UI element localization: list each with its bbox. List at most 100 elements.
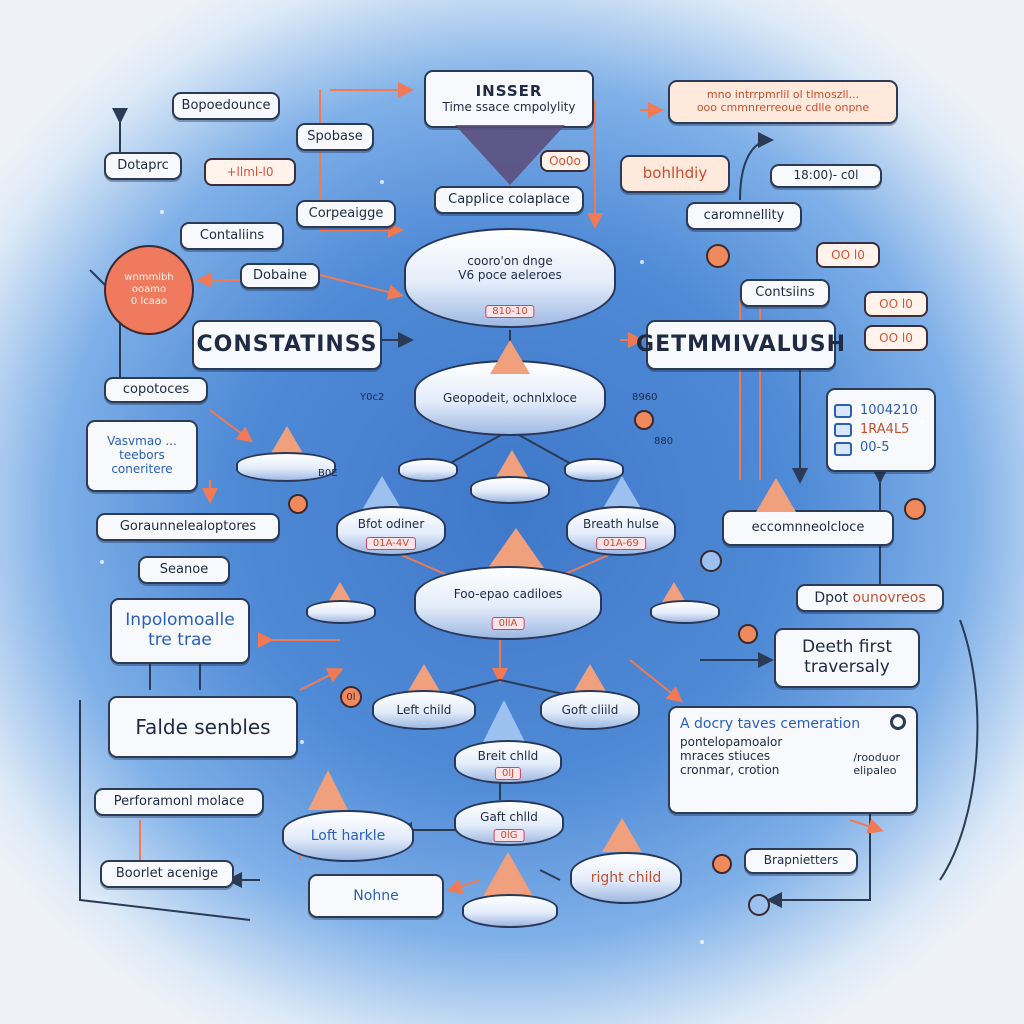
label-dotaprc[interactable]: Dotaprc xyxy=(104,152,182,180)
sparkle xyxy=(100,560,104,564)
sparkle xyxy=(850,540,854,544)
node-breit-chlld[interactable]: Breit chlld 0lJ xyxy=(454,740,562,784)
label-getmmivalush[interactable]: GETMMIVALUSH xyxy=(636,320,845,370)
label-bohlhdiy[interactable]: bohlhdiy xyxy=(620,155,730,193)
label-brapnietters[interactable]: Brapnietters xyxy=(744,848,858,874)
label-dpot[interactable]: Dpot ounovreos xyxy=(796,584,944,612)
label-inpolomoalle[interactable]: Inpolomoalle tre trae xyxy=(110,598,250,664)
label-eccomnneolcloce[interactable]: eccomnneolcloce xyxy=(722,510,894,546)
label-falde-senbles[interactable]: Falde senbles xyxy=(108,696,298,758)
legend-value-3: 00-5 xyxy=(860,440,890,456)
tick-label: B0E xyxy=(318,468,338,479)
location-icon xyxy=(890,714,906,730)
label-perforamonl[interactable]: Perforamonl molace xyxy=(94,788,264,816)
edge xyxy=(629,659,684,703)
pill-3: OO l0 xyxy=(816,242,880,268)
small-dot xyxy=(738,624,758,644)
square-icon xyxy=(834,441,852,456)
small-dot xyxy=(634,410,654,430)
middle-disc-text: Geopodeit, ochnlxloce xyxy=(443,391,577,405)
label-nohne[interactable]: Nohne xyxy=(308,874,444,918)
lower-disc-text: Foo-epao cadiloes xyxy=(453,587,563,601)
edge xyxy=(209,409,254,443)
node-breath-hulse[interactable]: Breath hulse 01A-69 xyxy=(566,506,676,556)
note-line-1: mno intrrpmrlil ol tlmoszll... xyxy=(706,88,860,102)
cone-icon xyxy=(308,770,348,810)
insert-box[interactable]: INSSER Time ssace cmpolylity xyxy=(424,70,594,128)
node-bfot-odiner[interactable]: Bfot odiner 01A-4V xyxy=(336,506,446,556)
label-capplice-colaplace[interactable]: Capplice colaplace xyxy=(434,186,584,214)
label-contsiins[interactable]: Contsiins xyxy=(740,279,830,307)
label-contaliins[interactable]: Contaliins xyxy=(180,222,284,250)
cone-icon xyxy=(488,528,544,568)
sparkle xyxy=(920,420,924,424)
small-disc xyxy=(398,458,458,482)
label-depth-first[interactable]: Deeth first traversaly xyxy=(774,628,920,688)
doctree-title: A docry taves cemeration xyxy=(680,716,861,732)
root-disc-badge: 810-10 xyxy=(485,305,535,318)
node-badge: 01A-4V xyxy=(365,537,417,550)
label-caromnellity[interactable]: caromnellity xyxy=(686,202,802,230)
label-seanoe[interactable]: Seanoe xyxy=(138,556,230,584)
node-right-child[interactable]: right child xyxy=(570,852,682,904)
legend-row-1: 1004210 xyxy=(834,403,918,419)
edge xyxy=(299,668,344,691)
lower-disc-badge: 0llA xyxy=(491,617,525,630)
node-badge: 0lG xyxy=(493,829,525,842)
small-disc xyxy=(306,600,376,624)
pill-1: +llml-l0 xyxy=(204,158,296,186)
edge xyxy=(319,274,404,300)
insert-title: INSSER xyxy=(475,82,543,101)
orange-circle-node[interactable]: wnmmibh ooamo 0 lcaao xyxy=(104,245,194,335)
node-left-child[interactable]: Left child xyxy=(372,690,476,730)
label-constatinss[interactable]: CONSTATINSS xyxy=(192,320,382,370)
label-bopoedounce[interactable]: Bopoedounce xyxy=(172,92,280,120)
node-gaft-chlld[interactable]: Gaft chlld 0lG xyxy=(454,800,564,846)
label-boorlet-acenige[interactable]: Boorlet acenige xyxy=(100,860,234,888)
doctree-side: /rooduor elipaleo xyxy=(853,751,900,777)
sparkle xyxy=(700,940,704,944)
node-label: Loft harkle xyxy=(310,828,386,844)
root-disc[interactable]: cooro'on dnge V6 poce aeleroes 810-10 xyxy=(404,228,616,328)
dpot-sub: ounovreos xyxy=(852,589,926,606)
small-dot: 0l xyxy=(340,686,362,708)
small-dot xyxy=(712,854,732,874)
sparkle xyxy=(300,740,304,744)
label-goraunnelealoptores[interactable]: Goraunnelealoptores xyxy=(96,513,280,541)
edge xyxy=(79,700,251,921)
dpot-label: Dpot xyxy=(814,589,849,606)
small-dot xyxy=(706,244,730,268)
lower-disc[interactable]: Foo-epao cadiloes 0llA xyxy=(414,566,602,640)
legend-row-3: 00-5 xyxy=(834,441,890,456)
node-loft-harkle[interactable]: Loft harkle xyxy=(282,810,414,862)
edge xyxy=(939,619,979,881)
cone-icon xyxy=(490,340,530,374)
small-dot xyxy=(904,498,926,520)
node-label: Goft cliild xyxy=(561,703,619,717)
edge xyxy=(446,878,481,894)
node-label: Gaft chlld xyxy=(480,810,538,824)
small-disc xyxy=(470,476,550,504)
tick-label: 880 xyxy=(654,436,674,447)
edge xyxy=(539,869,561,881)
node-label: Breit chlld xyxy=(477,749,539,763)
label-dobaine[interactable]: Dobaine xyxy=(240,263,320,289)
doctree-card[interactable]: A docry taves cemeration pontelopamoalor… xyxy=(668,706,918,814)
sparkle xyxy=(380,180,384,184)
node-goft-cliild[interactable]: Goft cliild xyxy=(540,690,640,730)
label-spobase[interactable]: Spobase xyxy=(296,123,374,151)
sparkle xyxy=(640,260,644,264)
label-vasvmao[interactable]: Vasvmao ... teebors coneritere xyxy=(86,420,198,492)
node-badge: 01A-69 xyxy=(596,537,646,550)
cone-icon xyxy=(756,478,796,512)
cone-icon xyxy=(482,852,534,898)
cone-icon xyxy=(602,476,642,510)
pill-6: 18:00)- c0l xyxy=(770,164,882,188)
label-corpeaigge[interactable]: Corpeaigge xyxy=(296,200,396,228)
root-disc-text: cooro'on dnge V6 poce aeleroes xyxy=(458,254,562,282)
label-copotoces[interactable]: copotoces xyxy=(104,377,208,403)
small-disc xyxy=(564,458,624,482)
node-badge: 0lJ xyxy=(494,767,522,780)
legend-box: 1004210 1RA4L5 00-5 xyxy=(826,388,936,472)
